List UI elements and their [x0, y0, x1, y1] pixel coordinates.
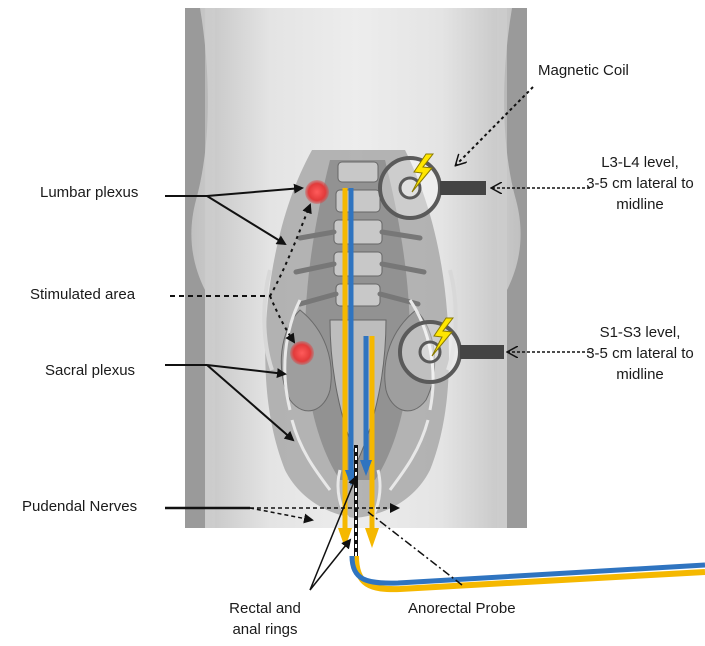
label-lumbar-plexus: Lumbar plexus [40, 182, 138, 203]
label-rectal-anal-rings-line2: anal rings [222, 619, 308, 640]
label-sacral-plexus: Sacral plexus [45, 360, 135, 381]
stimulated-spot-sacral [290, 341, 314, 365]
label-s1-s3-line3: midline [580, 364, 700, 385]
label-l3-l4-line3: midline [580, 194, 700, 215]
stimulated-spot-lumbar [305, 180, 329, 204]
label-rectal-anal-rings: Rectal and anal rings [222, 598, 308, 640]
label-l3-l4-line1: L3-L4 level, [580, 152, 700, 173]
label-stimulated-area: Stimulated area [30, 284, 135, 305]
label-s1-s3-level: S1-S3 level, 3-5 cm lateral to midline [580, 322, 700, 385]
label-s1-s3-line1: S1-S3 level, [580, 322, 700, 343]
label-anorectal-probe: Anorectal Probe [408, 598, 516, 619]
label-pudendal-nerves: Pudendal Nerves [22, 496, 137, 517]
label-l3-l4-level: L3-L4 level, 3-5 cm lateral to midline [580, 152, 700, 215]
label-magnetic-coil: Magnetic Coil [538, 60, 629, 81]
label-rectal-anal-rings-line1: Rectal and [222, 598, 308, 619]
label-l3-l4-line2: 3-5 cm lateral to [580, 173, 700, 194]
label-s1-s3-line2: 3-5 cm lateral to [580, 343, 700, 364]
